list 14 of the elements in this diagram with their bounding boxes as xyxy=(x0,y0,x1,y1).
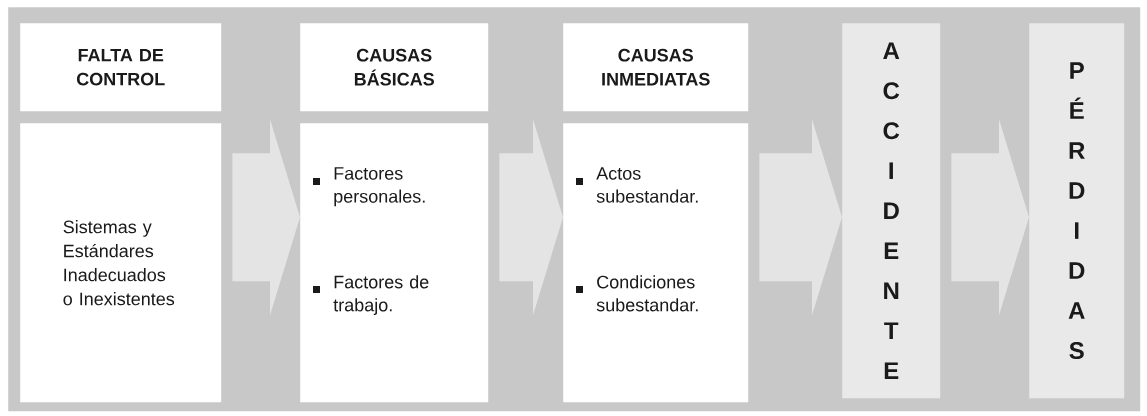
text-box: Sistemas y Estándares Inadecuados o Inexistentes xyxy=(20,123,222,403)
header-box: CAUSAS INMEDIATAS xyxy=(563,23,749,112)
bullet-item: Actos subestandar. xyxy=(576,167,698,203)
stage-box: PÉRDIDAS xyxy=(1029,23,1125,399)
bullet-item: Factores de trabajo. xyxy=(313,275,429,315)
header-box: FALTA DE CONTROL xyxy=(20,23,222,112)
block-arrow xyxy=(951,119,1029,316)
bullet-item: Condiciones subestandar. xyxy=(576,275,698,312)
block-arrow xyxy=(232,119,300,316)
bullet-item: Factores personales. xyxy=(313,167,425,207)
block-arrow xyxy=(759,119,842,316)
block-arrow xyxy=(499,119,563,316)
header-box: CAUSAS BÁSICAS xyxy=(300,23,489,112)
stage-box: ACCIDENTE xyxy=(842,23,941,399)
